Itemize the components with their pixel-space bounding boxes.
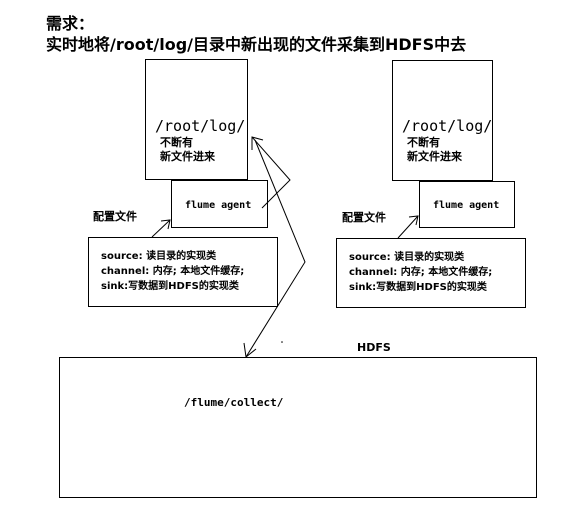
right-flume-agent-box: flume agent <box>419 181 515 228</box>
right-config-pointer-arrowhead <box>408 215 419 226</box>
left-agent-to-dir-arrow <box>251 136 291 209</box>
left-agent-label: flume agent <box>185 200 252 211</box>
right-dir-note-2: 新文件进来 <box>407 150 462 163</box>
right-dir-note-1: 不断有 <box>407 136 440 149</box>
stray-dot <box>281 341 283 343</box>
left-config-line-source: source: 读目录的实现类 <box>101 251 217 262</box>
requirement-description: 实时地将/root/log/目录中新出现的文件采集到HDFS中去 <box>46 35 467 54</box>
right-config-label: 配置文件 <box>342 211 386 224</box>
right-agent-label: flume agent <box>433 200 500 211</box>
hdfs-label: HDFS <box>357 341 391 354</box>
left-dir-note-1: 不断有 <box>160 136 193 149</box>
right-config-line-source: source: 读目录的实现类 <box>349 252 465 263</box>
hdfs-box: /flume/collect/ <box>59 357 537 498</box>
right-log-directory-box: /root/log/ 不断有 新文件进来 <box>392 60 493 181</box>
left-agent-to-hdfs-arrow <box>245 139 306 358</box>
left-config-box: source: 读目录的实现类 channel: 内存; 本地文件缓存; sin… <box>88 237 278 307</box>
left-agent-to-hdfs-arrowhead <box>243 342 257 358</box>
left-config-label: 配置文件 <box>93 210 137 223</box>
right-dir-path: /root/log/ <box>402 117 493 135</box>
requirement-heading: 需求： <box>46 14 95 33</box>
left-agent-to-dir-arrowhead <box>251 136 264 150</box>
right-config-pointer-line <box>397 215 419 239</box>
left-config-line-sink: sink:写数据到HDFS的实现类 <box>101 281 239 292</box>
hdfs-path: /flume/collect/ <box>184 396 284 409</box>
left-config-line-channel: channel: 内存; 本地文件缓存; <box>101 266 245 277</box>
right-config-line-sink: sink:写数据到HDFS的实现类 <box>349 282 487 293</box>
left-dir-path: /root/log/ <box>155 117 246 135</box>
left-flume-agent-box: flume agent <box>171 180 268 228</box>
right-config-box: source: 读目录的实现类 channel: 内存; 本地文件缓存; sin… <box>336 238 526 308</box>
right-config-line-channel: channel: 内存; 本地文件缓存; <box>349 267 493 278</box>
left-config-pointer-line <box>151 219 171 238</box>
left-dir-note-2: 新文件进来 <box>160 150 215 163</box>
left-config-pointer-arrowhead <box>160 219 171 230</box>
left-log-directory-box: /root/log/ 不断有 新文件进来 <box>145 59 248 180</box>
